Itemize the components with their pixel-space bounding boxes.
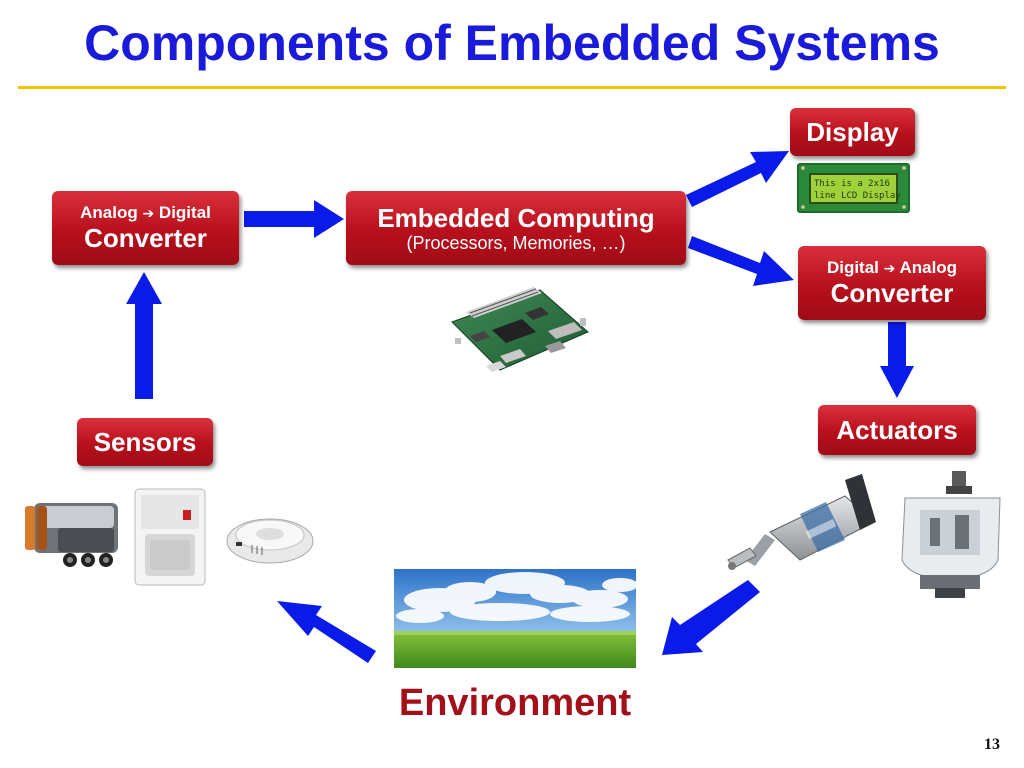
- dac-box-header: Digital ➔ Analog: [827, 258, 957, 278]
- dac-box: Digital ➔ Analog Converter: [798, 246, 986, 320]
- embedded-computing-sub: (Processors, Memories, …): [406, 233, 626, 253]
- environment-label: Environment: [398, 682, 632, 724]
- embedded-computing-label: Embedded Computing: [377, 203, 655, 233]
- arrow-actuators-to-environment: [662, 580, 760, 655]
- arrow-adc-to-computing: [244, 200, 344, 238]
- lcd-display-image: This is a 2x16 line LCD Display: [797, 163, 910, 213]
- valve-actuator-image: [901, 471, 1001, 598]
- adc-to-label: Digital: [158, 203, 211, 222]
- display-box: Display: [790, 108, 915, 156]
- adc-box: Analog ➔ Digital Converter: [52, 191, 239, 265]
- actuators-box: Actuators: [818, 405, 976, 455]
- embedded-board-image: [451, 287, 589, 372]
- smoke-detector-image: [226, 518, 314, 564]
- dac-from-label: Digital: [826, 258, 879, 277]
- adc-from-label: Analog: [80, 203, 138, 222]
- slide-title: Components of Embedded Systems: [84, 15, 940, 71]
- arrow-dac-to-actuators: [880, 322, 914, 398]
- dac-converter-label: Converter: [830, 278, 954, 308]
- lcd-line-2: line LCD Display: [814, 191, 901, 201]
- display-label: Display: [806, 117, 899, 147]
- sensors-box: Sensors: [77, 418, 213, 466]
- dac-to-label: Analog: [899, 258, 958, 277]
- right-arrow-icon: ➔: [142, 205, 155, 221]
- sensor-module-image: [25, 503, 118, 567]
- motion-sensor-image: [134, 488, 206, 586]
- right-arrow-icon: ➔: [883, 260, 896, 276]
- adc-converter-label: Converter: [84, 223, 207, 253]
- adc-box-header: Analog ➔ Digital: [80, 203, 211, 223]
- sensors-label: Sensors: [93, 427, 197, 457]
- lcd-line-1: This is a 2x16: [814, 179, 890, 189]
- linear-actuator-image: [727, 474, 876, 570]
- arrow-computing-to-dac: [688, 236, 794, 286]
- arrow-environment-to-sensors: [277, 601, 376, 663]
- arrow-sensors-to-adc: [126, 272, 162, 399]
- arrow-computing-to-display: [686, 151, 789, 207]
- page-number: 13: [984, 736, 1000, 753]
- environment-landscape-image: [394, 569, 638, 668]
- embedded-computing-box: Embedded Computing (Processors, Memories…: [346, 191, 686, 265]
- actuators-label: Actuators: [836, 415, 958, 445]
- title-underline: [18, 86, 1006, 89]
